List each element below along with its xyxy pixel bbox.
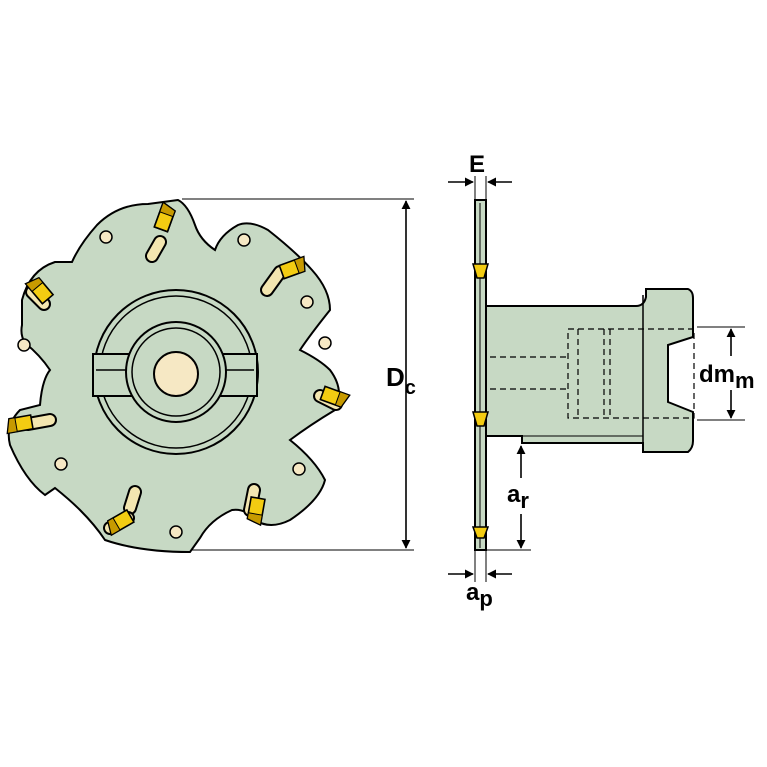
arbor-body [485, 288, 694, 453]
ap-dimension: ap [448, 550, 512, 611]
insert-edge [107, 517, 121, 536]
bolt-hole [17, 338, 31, 352]
cutter-side-view [471, 199, 695, 551]
insert-edge [159, 201, 176, 218]
cutting-insert [106, 508, 135, 537]
cutting-insert [153, 201, 176, 233]
dmm-dimension: dmm [697, 326, 766, 421]
bolt-holes [17, 230, 332, 539]
bolt-hole [300, 295, 314, 309]
insert-edge [6, 417, 18, 434]
hub-collar-inner [131, 327, 221, 417]
insert-edge [24, 277, 44, 293]
ar-label-background [504, 478, 540, 514]
e-dimension: E [448, 151, 512, 200]
cutting-insert [24, 276, 55, 305]
ap-label: ap [466, 579, 493, 611]
bolt-hole [318, 336, 332, 350]
chip-slot [147, 237, 165, 261]
cutting-insert [6, 414, 34, 435]
cutting-inserts [6, 201, 351, 537]
chip-slot [125, 487, 140, 513]
e-label: E [469, 151, 485, 178]
insert-edge [334, 391, 351, 408]
insert-edge [293, 255, 306, 274]
dc-dimension: Dc [182, 198, 416, 551]
cutting-insert [246, 496, 266, 527]
hidden-bore-lines [490, 328, 695, 419]
dmm-label: dmm [699, 361, 755, 393]
bolt-hole [99, 230, 113, 244]
cutter-front-view [6, 198, 351, 554]
cutting-insert [278, 255, 306, 280]
bolt-hole [169, 525, 183, 539]
insert-edge [246, 512, 263, 526]
chip-slot [262, 267, 285, 295]
ar-label: ar [507, 481, 529, 513]
ar-dimension: ar [486, 445, 540, 551]
cutting-insert [319, 385, 351, 408]
bolt-hole [292, 462, 306, 476]
center-bore [153, 351, 199, 397]
blade-insert-top [472, 263, 489, 279]
blade-insert-bottom [471, 526, 490, 539]
dc-label: Dc [386, 362, 416, 399]
dmm-label-background [698, 356, 766, 390]
blade-insert-middle [472, 411, 489, 427]
bolt-hole [54, 457, 68, 471]
bolt-hole [237, 233, 251, 247]
